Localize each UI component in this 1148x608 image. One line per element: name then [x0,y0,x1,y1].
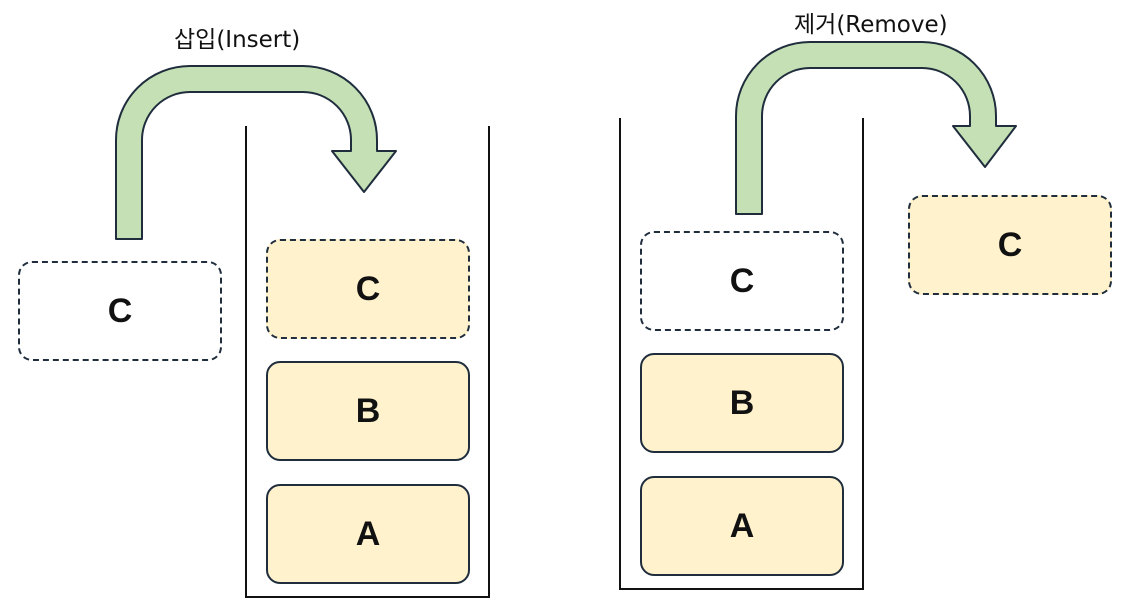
remove-stack-container [619,118,864,590]
block-label: C [107,291,133,330]
remove-caption: 제거(Remove) [794,12,948,38]
insert-stack-block-middle: B [266,361,470,461]
incoming-block-c: C [18,261,222,361]
block-label: A [355,514,381,553]
insert-stack-block-top: C [266,239,470,339]
removed-block-c: C [908,195,1112,295]
remove-stack-block-middle: B [640,353,844,453]
remove-stack-block-top: C [640,231,844,331]
block-label: C [355,269,381,308]
insert-stack-container [245,126,490,598]
remove-stack-block-bottom: A [640,476,844,576]
remove-arrow [735,41,1017,215]
block-label: A [729,506,755,545]
insert-arrow [115,65,397,240]
insert-caption: 삽입(Insert) [174,27,301,53]
block-label: B [729,383,755,422]
block-label: B [355,391,381,430]
block-label: C [997,225,1023,264]
insert-stack-block-bottom: A [266,484,470,584]
block-label: C [729,261,755,300]
